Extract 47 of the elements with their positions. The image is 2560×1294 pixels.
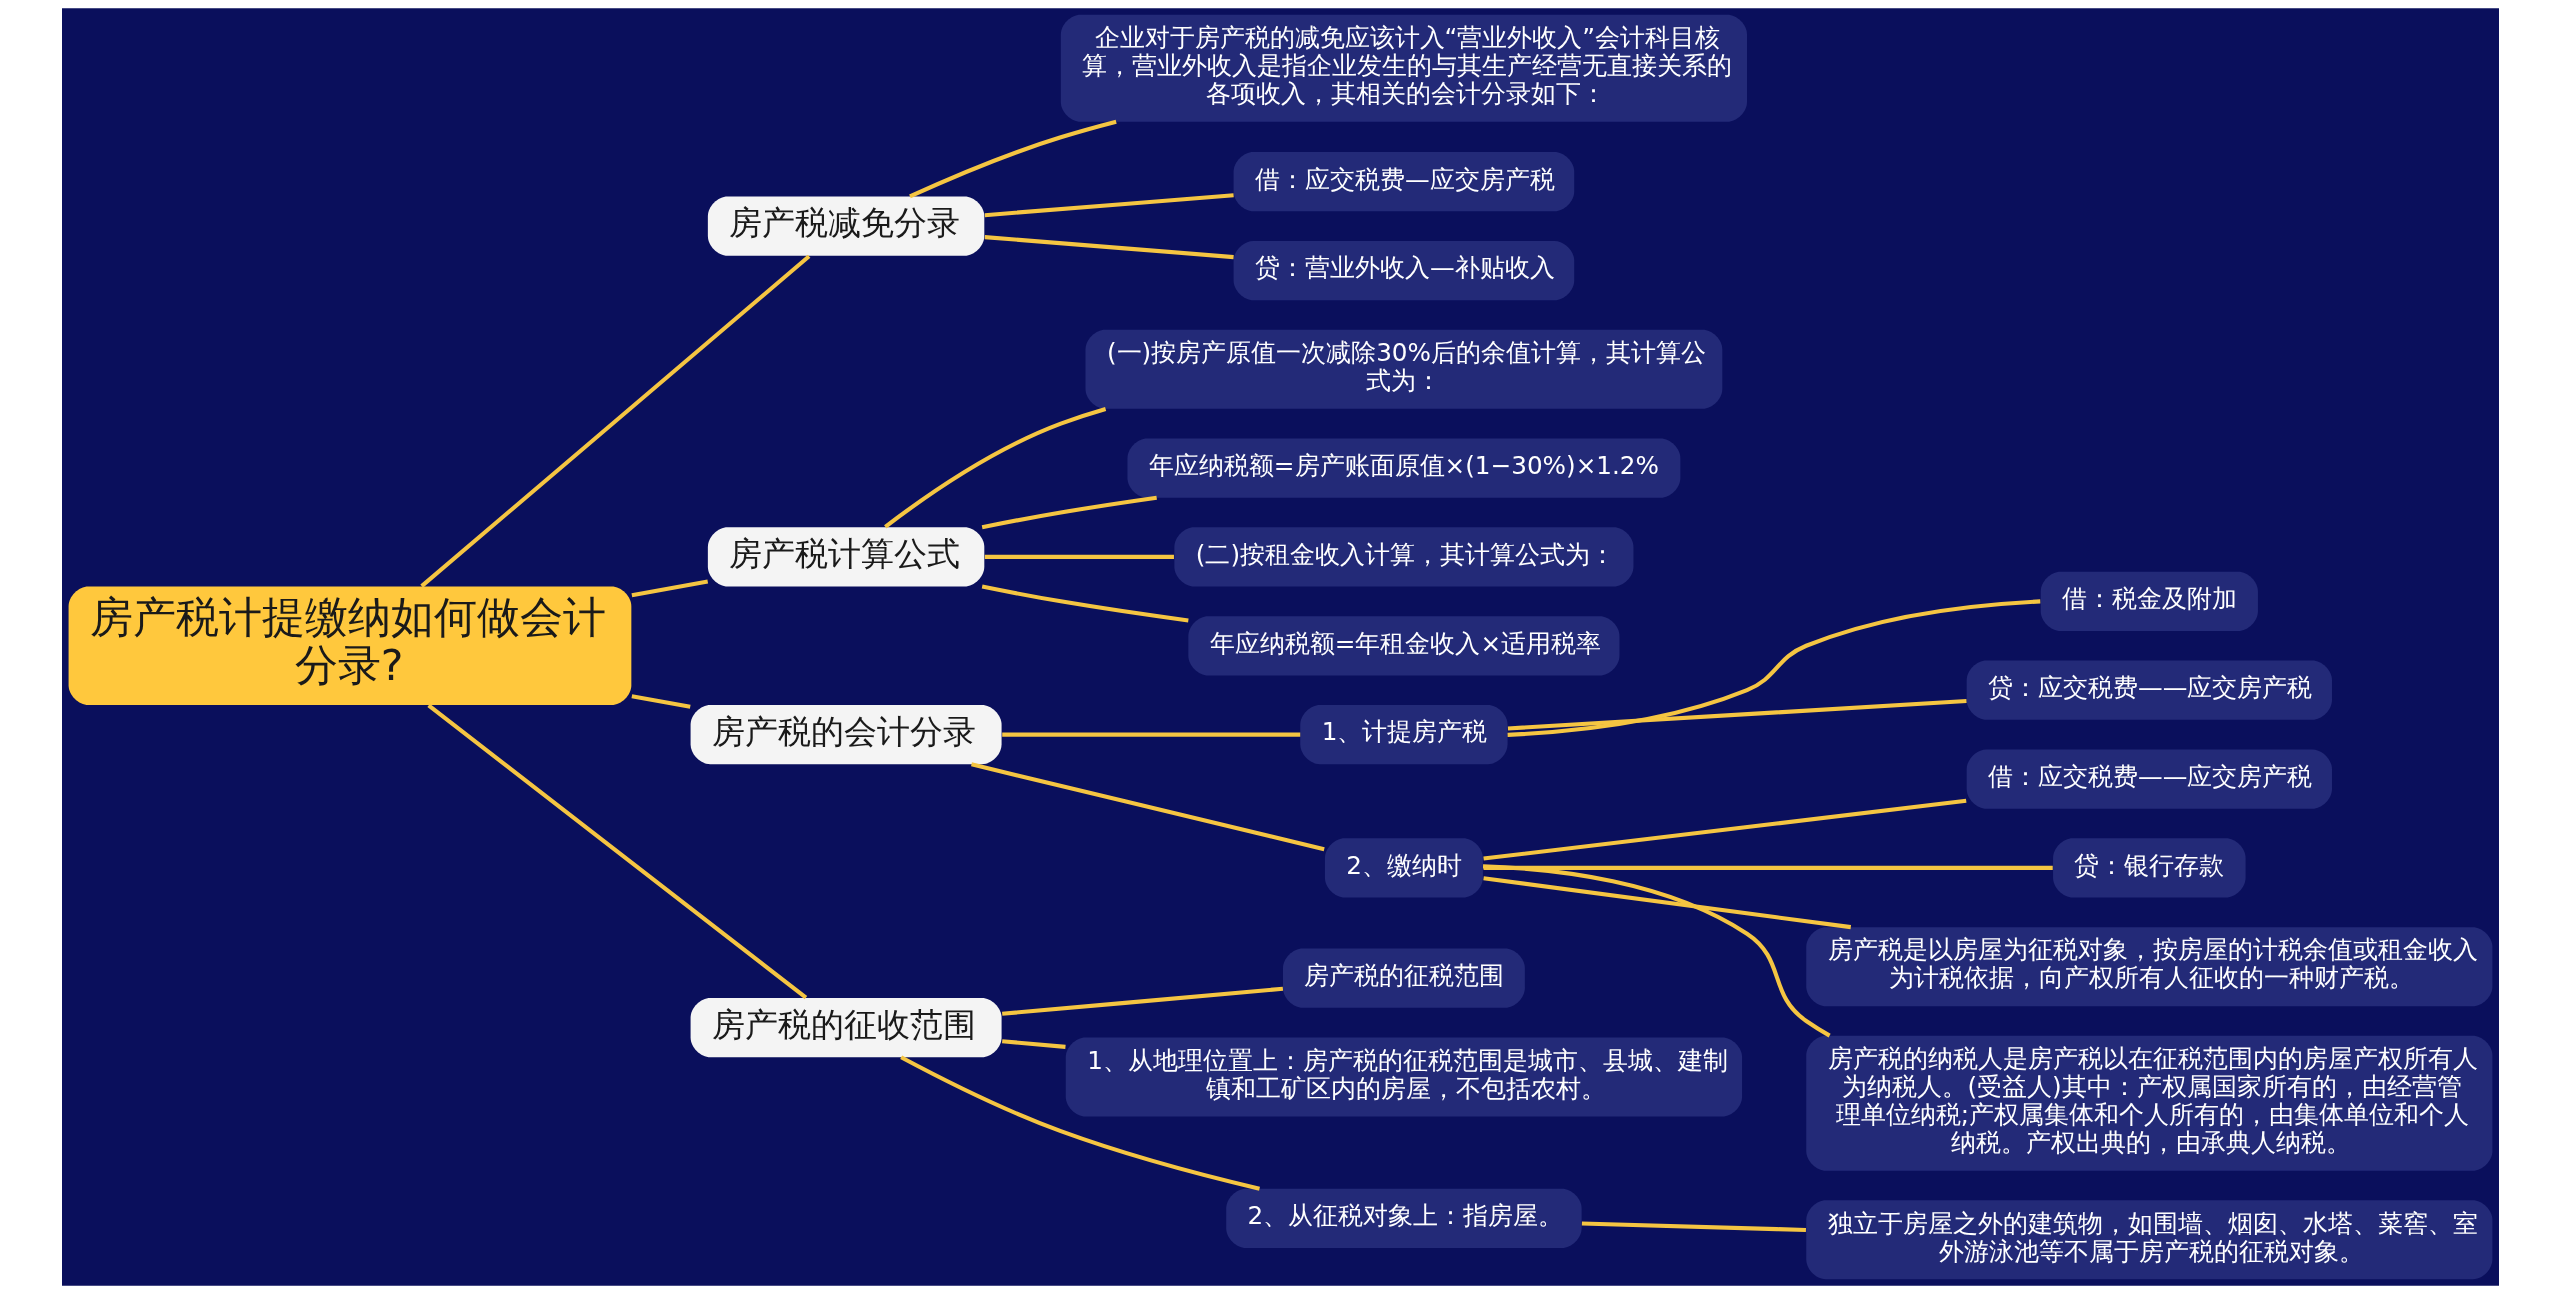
connector (631, 579, 708, 598)
connector (984, 193, 1234, 218)
connector (908, 119, 1117, 199)
node-box: 房产税的征税范围 (1282, 948, 1525, 1008)
connector (426, 703, 807, 1000)
node-box: 房产税计提缴纳如何做会计分录? (68, 586, 631, 705)
connector (984, 554, 1174, 559)
node-box: 房产税计算公式 (707, 527, 984, 587)
node-box: (二)按租金收入计算，其计算公式为： (1173, 527, 1633, 587)
node-box: 借：应交税费—应交房产税 (1233, 152, 1574, 212)
node-box: 企业对于房产税的减免应该计入“营业外收入”会计科目核算，营业外收入是指企业发生的与其生产经营无直接关系的各项收入，其相关的会计分录如下： (1060, 14, 1747, 122)
node-box: 1、计提房产税 (1299, 705, 1508, 765)
connector (981, 584, 1189, 623)
node-box: 房产税的征收范围 (690, 997, 1002, 1058)
connector (981, 495, 1157, 530)
connector (883, 406, 1106, 529)
node-box: 房产税是以房屋为征税对象，按房屋的计税余值或租金收入为计税依据，向产权所有人征收的一种财产税。 (1805, 927, 2492, 1007)
node-box: (一)按房产原值一次减除30%后的余值计算，其计算公式为： (1085, 329, 1722, 409)
node-box: 2、从征税对象上：指房屋。 (1225, 1188, 1582, 1248)
node-box: 借：应交税费——应交房产税 (1966, 749, 2332, 809)
node-box: 贷：营业外收入—补贴收入 (1233, 240, 1574, 301)
connector (1482, 876, 1851, 930)
node-box: 借：税金及附加 (2040, 571, 2258, 631)
node-box: 房产税的会计分录 (690, 705, 1002, 765)
node-box: 1、从地理位置上：房产税的征税范围是城市、县城、建制镇和工矿区内的房屋，不包括农村。 (1065, 1037, 1742, 1117)
node-box: 2、缴纳时 (1324, 838, 1483, 898)
connector (1482, 798, 1966, 861)
connector (631, 694, 691, 709)
node-box: 年应纳税额=年租金收入×适用税率 (1187, 616, 1619, 676)
node-box: 贷：银行存款 (2052, 838, 2246, 898)
connector (984, 235, 1234, 260)
connector (419, 254, 810, 588)
connector (1581, 1221, 1806, 1232)
node-box: 独立于房屋之外的建筑物，如围墙、烟囱、水塔、菜窖、室外游泳池等不属于房产税的征税对象。 (1805, 1200, 2492, 1280)
connector (1001, 986, 1283, 1016)
connector (970, 762, 1325, 852)
connector (1001, 732, 1300, 737)
connector (1483, 865, 2053, 870)
connector (899, 1055, 1260, 1191)
node-box: 房产税的纳税人是房产税以在征税范围内的房屋产权所有人为纳税人。(受益人)其中：产权属国家所有的，由经营管理单位纳税;产权属集体和个人所有的，由集体单位和个人纳税。产权出典的，由承典人纳税。 (1805, 1035, 2492, 1171)
node-box: 房产税减免分录 (707, 196, 984, 256)
connector (1507, 699, 1967, 731)
connector (1001, 1039, 1066, 1049)
node-box: 年应纳税额=房产账面原值×(1−30%)×1.2% (1126, 438, 1680, 498)
node-box: 贷：应交税费——应交房产税 (1966, 660, 2332, 720)
connector (1482, 864, 1831, 1038)
connector (1507, 599, 2040, 737)
